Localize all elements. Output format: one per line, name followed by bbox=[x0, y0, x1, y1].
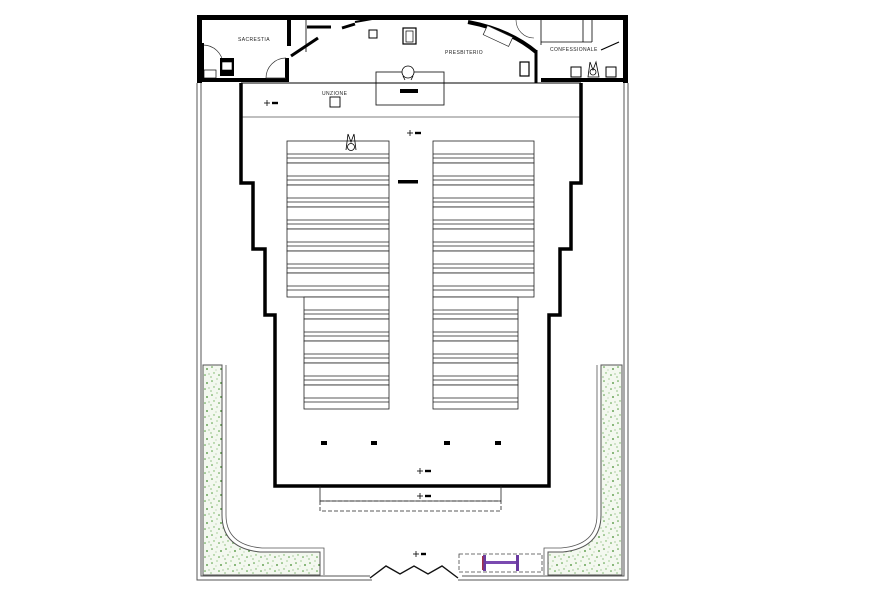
pews-right bbox=[432, 140, 535, 410]
altar bbox=[375, 65, 445, 106]
porch bbox=[319, 486, 502, 512]
label-presbytery: PRESBITERIO bbox=[445, 50, 483, 56]
nave-walls bbox=[239, 82, 583, 488]
site-boundary bbox=[196, 83, 629, 581]
main-entrance bbox=[369, 565, 459, 579]
label-confessional: CONFESSIONALE bbox=[550, 47, 598, 53]
planter-left bbox=[202, 364, 325, 576]
gate-marker bbox=[458, 553, 543, 573]
label-anointing: UNZIONE bbox=[322, 91, 348, 97]
anointing-font bbox=[329, 96, 341, 108]
light-symbol-icons bbox=[264, 100, 431, 557]
priest-figure-icon bbox=[401, 65, 415, 81]
seated-figure-icon bbox=[345, 133, 357, 151]
label-sacristy: SACRESTIA bbox=[238, 37, 270, 43]
pews-left bbox=[286, 140, 390, 410]
apse-block bbox=[197, 15, 628, 83]
planter-right bbox=[543, 364, 623, 576]
pillar-markers bbox=[321, 180, 501, 445]
kneeling-figure-icon bbox=[587, 60, 600, 78]
